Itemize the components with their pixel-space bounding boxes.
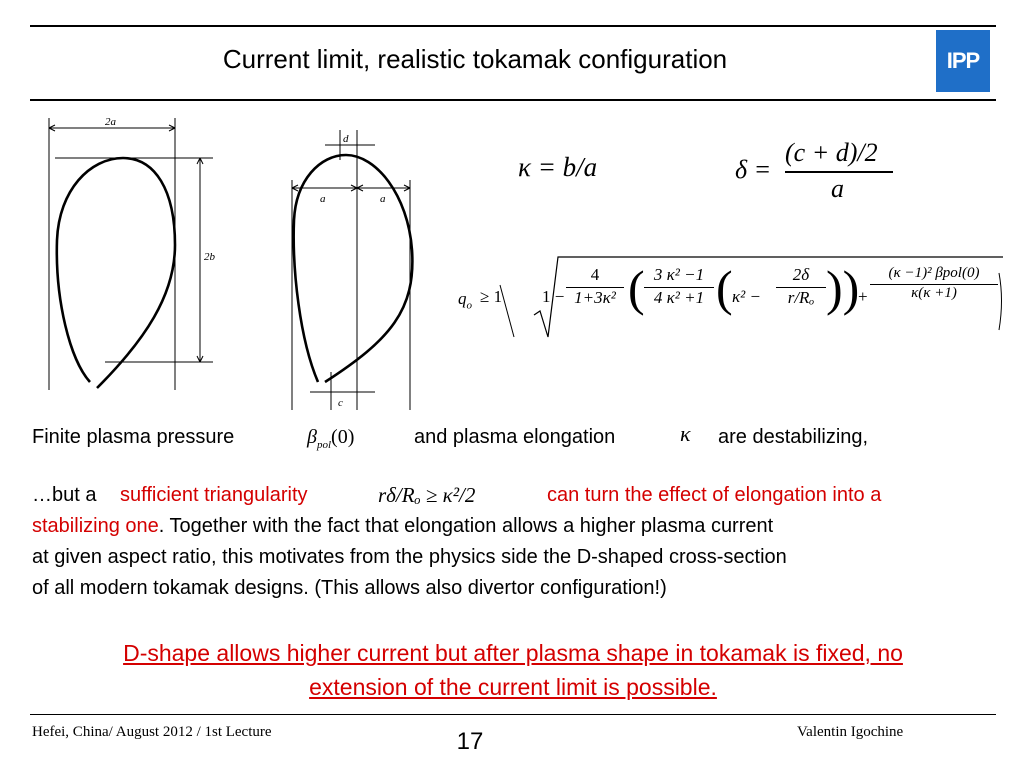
delta-fraction-bar — [785, 171, 893, 173]
delta-lhs: δ = — [735, 155, 772, 184]
top-rule — [30, 25, 996, 27]
q-kappa-squared: κ² − — [732, 287, 761, 306]
label-a-right: a — [380, 193, 386, 205]
q-frac3: 2δ r/Rₒ — [776, 265, 826, 308]
conclusion-statement: D-shape allows higher current but after … — [30, 636, 996, 704]
header-rule — [30, 99, 996, 101]
footer-right: Valentin Igochine — [797, 724, 904, 740]
q-frac2: 3 κ² −1 4 κ² +1 — [644, 265, 714, 308]
label-d: d — [343, 133, 349, 145]
q-frac1: 4 1+3κ² — [566, 265, 624, 308]
q-paren-open: ( — [628, 260, 645, 316]
paragraph-rest: stabilizing one. Together with the fact … — [32, 511, 1002, 604]
q-one-minus: 1 − — [542, 287, 565, 306]
q-ge-one: ≥ 1 — [480, 287, 503, 306]
q-plus: + — [858, 287, 868, 306]
q-frac4: (κ −1)² βpol(0) κ(κ +1) — [870, 265, 998, 302]
kappa-equation: κ = b/a — [518, 152, 598, 182]
label-c: c — [338, 397, 343, 409]
pressure-elongation-line: Finite plasma pressure βpol(0) and plasm… — [32, 421, 992, 453]
kappa-symbol: κ — [680, 421, 691, 446]
stabilizing-one-text: stabilizing one — [32, 515, 159, 537]
sufficient-triangularity-text: sufficient triangularity — [120, 484, 308, 506]
triangularity-line: …but a sufficient triangularity rδ/Rₒ ≥ … — [32, 480, 992, 511]
q-paren-close: )) — [826, 260, 860, 316]
q-symbol: qo — [458, 289, 472, 312]
but-a-text: …but a — [32, 484, 103, 506]
finite-pressure-text: Finite plasma pressure — [32, 426, 235, 448]
elongation-text: and plasma elongation — [414, 426, 616, 448]
ipp-logo: IPP — [936, 30, 990, 92]
delta-denominator: a — [831, 174, 844, 203]
slide-title: Current limit, realistic tokamak configu… — [222, 44, 728, 74]
footer-rule — [30, 714, 996, 715]
sqrt-and-slash — [499, 256, 1003, 338]
conclusion-line-2: extension of the current limit is possib… — [309, 674, 717, 700]
destabilizing-text: are destabilizing, — [718, 426, 869, 448]
together-text: . Together with the fact that elongation… — [158, 515, 774, 537]
divertor-line: of all modern tokamak designs. (This all… — [32, 577, 667, 599]
stabilizing-line: stabilizing one. Together with the fact … — [32, 511, 1002, 542]
beta-pol-symbol: βpol(0) — [307, 426, 355, 451]
aspect-ratio-line: at given aspect ratio, this motivates fr… — [32, 546, 787, 568]
triangularity-condition: rδ/Rₒ ≥ κ²/2 — [378, 483, 476, 507]
footer-left: Hefei, China/ August 2012 / 1st Lecture — [32, 724, 272, 740]
elongated-plasma-figure: 2a 2b — [48, 116, 216, 390]
q-condition-equation: qo ≥ 1 1 − 4 1+3κ² ( 3 κ² −1 4 κ² +1 ( κ… — [458, 255, 1003, 340]
label-2b: 2b — [204, 251, 216, 263]
q-paren-open-2: ( — [716, 260, 733, 316]
d-shaped-plasma-figure: d a a c — [291, 130, 414, 410]
page-number: 17 — [456, 728, 484, 755]
label-2a: 2a — [105, 116, 117, 128]
conclusion-line-1: D-shape allows higher current but after … — [123, 640, 903, 666]
delta-numerator: (c + d)/2 — [785, 138, 878, 167]
turn-effect-text: can turn the effect of elongation into a — [547, 484, 882, 506]
label-a-left: a — [320, 193, 326, 205]
